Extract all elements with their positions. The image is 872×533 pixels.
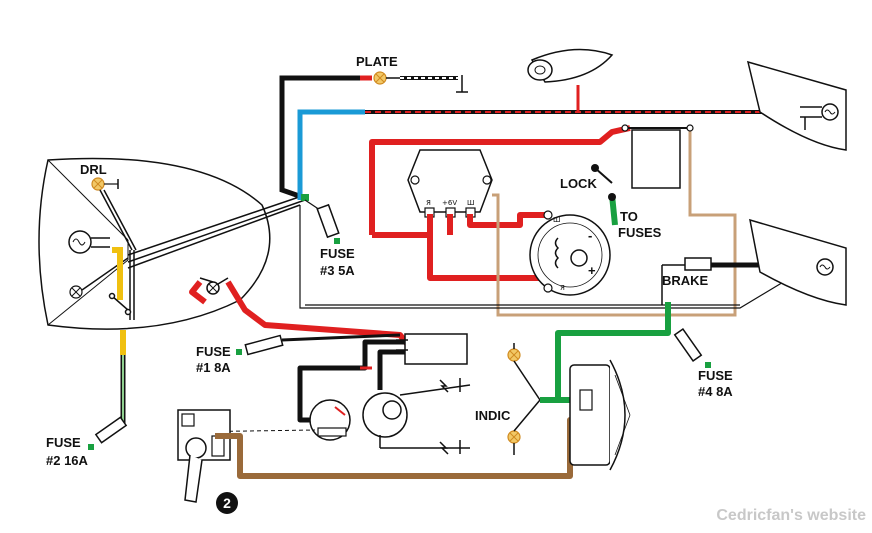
wire-blue bbox=[297, 109, 365, 200]
voltage-regulator bbox=[407, 149, 493, 218]
fuse-1 bbox=[236, 333, 401, 356]
spark-coil bbox=[362, 384, 471, 449]
regulator-terminal-sh: Ш bbox=[467, 199, 475, 207]
ignition-switch bbox=[177, 409, 231, 503]
headlight-bulb-icon bbox=[68, 230, 110, 254]
breaker-points bbox=[309, 399, 351, 441]
label-fuse1-b: #1 8A bbox=[196, 360, 231, 375]
tail-light bbox=[746, 60, 847, 151]
generator-terminal-plus: + bbox=[588, 263, 596, 278]
label-fuse2-b: #2 16A bbox=[46, 453, 89, 468]
label-brake: BRAKE bbox=[662, 273, 709, 288]
wire-striped-plate bbox=[400, 75, 468, 93]
wire-tan bbox=[492, 130, 737, 317]
drl-lamp-icon bbox=[91, 177, 119, 191]
ignition-coil bbox=[396, 333, 468, 365]
label-drl: DRL bbox=[80, 162, 107, 177]
label-fuse4-a: FUSE bbox=[698, 368, 733, 383]
regulator-terminal-6v: +6V bbox=[442, 199, 457, 207]
generator-terminal-sh: Ш bbox=[553, 216, 561, 224]
wire-red-front bbox=[189, 280, 411, 347]
fuse-4 bbox=[673, 327, 711, 368]
label-lock: LOCK bbox=[560, 176, 597, 191]
horn bbox=[569, 359, 631, 471]
generator-terminal-r: Я bbox=[560, 284, 565, 292]
generator-terminal-minus: - bbox=[588, 228, 592, 243]
label-fuse2-a: FUSE bbox=[46, 435, 81, 450]
site-credit: Cedricfan's website bbox=[716, 507, 866, 524]
fuse-box bbox=[621, 124, 694, 189]
wire-striped-tail bbox=[365, 85, 800, 114]
wire-black-ignition bbox=[297, 339, 405, 423]
regulator-terminal-r: Я bbox=[426, 199, 431, 207]
fuse-3 bbox=[304, 199, 340, 244]
wire-black-plate bbox=[279, 75, 360, 201]
lock-switch bbox=[591, 164, 618, 226]
connector-green bbox=[301, 194, 309, 201]
spark-plug-icon bbox=[439, 378, 461, 455]
headlight-lamp-icon bbox=[69, 285, 83, 299]
label-fuses: FUSES bbox=[618, 225, 662, 240]
horn-switch bbox=[199, 277, 229, 295]
label-fuse3-b: #3 5A bbox=[320, 263, 355, 278]
label-fuse3-a: FUSE bbox=[320, 246, 355, 261]
label-plate: PLATE bbox=[356, 54, 398, 69]
badge-2 bbox=[216, 492, 238, 514]
label-fuse4-b: #4 8A bbox=[698, 384, 733, 399]
plate-lamp-icon bbox=[373, 71, 400, 85]
indicator-lamps bbox=[507, 343, 541, 455]
label-fuse1-a: FUSE bbox=[196, 344, 231, 359]
wire-yellow bbox=[112, 247, 126, 355]
top-indicator-pod bbox=[527, 48, 614, 83]
light-switch bbox=[108, 292, 132, 316]
label-indic: INDIC bbox=[475, 408, 511, 423]
headlight-harness bbox=[81, 189, 306, 320]
rear-brake-light bbox=[749, 218, 847, 306]
fuse-2 bbox=[88, 416, 128, 450]
label-to: TO bbox=[620, 209, 638, 224]
generator bbox=[529, 210, 611, 296]
badge-2-label: 2 bbox=[223, 495, 231, 511]
